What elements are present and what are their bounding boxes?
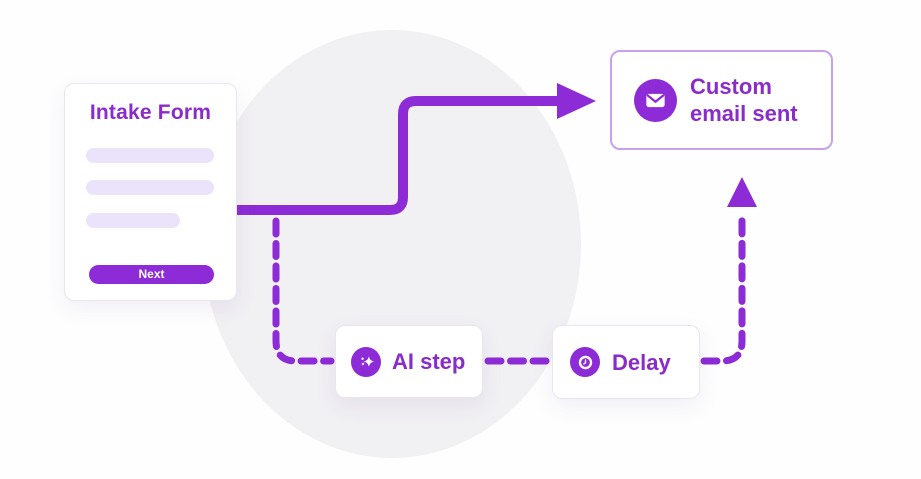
form-field-placeholder bbox=[86, 148, 214, 163]
email-card-label: Custom email sent bbox=[690, 74, 798, 126]
next-button[interactable]: Next bbox=[89, 265, 214, 284]
form-field-placeholder bbox=[86, 213, 180, 228]
form-field-placeholder bbox=[86, 180, 214, 195]
connector-delay-to-email bbox=[700, 208, 746, 365]
arrowhead-up-icon bbox=[727, 177, 757, 207]
sparkle-icon bbox=[351, 346, 381, 377]
custom-email-sent-card[interactable]: Custom email sent bbox=[610, 50, 833, 150]
envelope-icon bbox=[634, 78, 677, 122]
intake-form-card[interactable]: Intake Form Next bbox=[64, 83, 237, 301]
ai-step-card[interactable]: AI step bbox=[335, 325, 483, 398]
connector-form-to-ai bbox=[272, 217, 335, 365]
intake-form-title: Intake Form bbox=[89, 101, 212, 124]
ai-card-label: AI step bbox=[392, 349, 466, 374]
connector-form-to-email bbox=[236, 96, 557, 215]
arrowhead-right-icon bbox=[557, 83, 596, 119]
delay-card-label: Delay bbox=[612, 349, 671, 375]
clock-icon bbox=[570, 347, 600, 377]
delay-card[interactable]: Delay bbox=[552, 325, 700, 399]
